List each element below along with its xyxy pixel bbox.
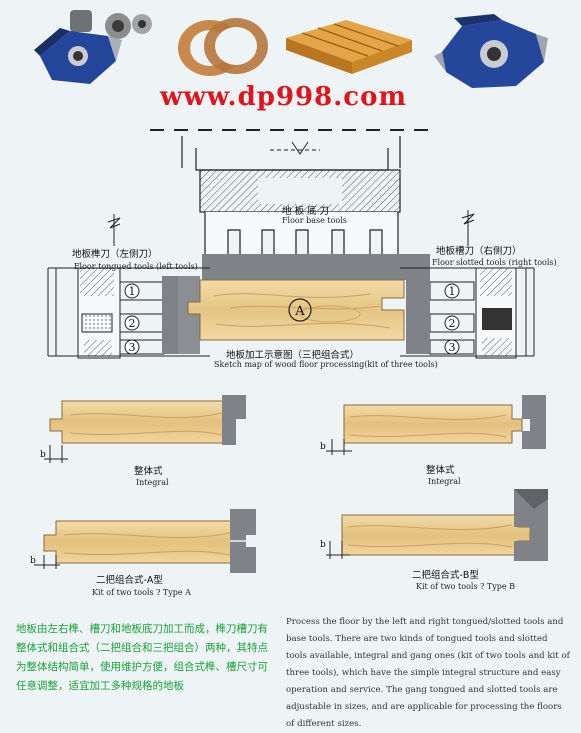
- left-number-1: 1: [129, 285, 136, 298]
- floorboard-photo: [286, 20, 412, 74]
- right-number-1: 1: [449, 285, 456, 298]
- dim-b-3: b: [30, 556, 36, 566]
- website-url[interactable]: www.dp998.com: [160, 82, 407, 112]
- variant-drawings: b b b b: [30, 395, 548, 573]
- tongued-tools-en: Floor tongued tools (left tools): [74, 262, 198, 271]
- processing-sketch: 1 2 3 1 2 3 A: [47, 129, 535, 359]
- integral-right-drawing: b: [320, 395, 546, 455]
- cutter-set-photo: [34, 10, 152, 84]
- variant-1-cn: 整体式: [134, 466, 163, 477]
- sketch-title-cn: 地板加工示意图（三把组合式）: [226, 350, 360, 361]
- base-tools-cn: 地 板 底 刀: [282, 206, 330, 217]
- left-number-markers: 1 2 3: [124, 283, 140, 355]
- variant-1-en: Integral: [136, 478, 169, 487]
- description-en: Process the floor by the left and right …: [286, 617, 570, 729]
- variant-3-en: Kit of two tools ? Type A: [92, 588, 191, 597]
- variant-4-en: Kit of two tools ? Type B: [416, 582, 516, 591]
- right-number-markers: 1 2 3: [444, 283, 460, 355]
- variant-2-en: Integral: [428, 477, 461, 486]
- right-number-2: 2: [449, 317, 456, 330]
- tongued-tools-cn: 地板榫刀（左侧刀）: [72, 249, 158, 260]
- dim-b-2: b: [320, 442, 326, 452]
- description-cn: 地板由左右榫、槽刀和地板底刀加工而成，榫刀槽刀有整体式和组合式（二把组合和三把组…: [16, 623, 268, 692]
- kit-a-drawing: b: [30, 509, 256, 573]
- dim-b-1: b: [40, 450, 46, 460]
- right-number-3: 3: [449, 341, 456, 354]
- left-number-3: 3: [129, 341, 136, 354]
- variant-3-cn: 二把组合式-A型: [96, 575, 163, 586]
- variant-2-cn: 整体式: [426, 465, 455, 476]
- dim-b-4: b: [320, 540, 326, 550]
- left-number-2: 2: [129, 317, 136, 330]
- saw-blade-photo: [178, 18, 268, 76]
- workpiece-mark: A: [294, 304, 305, 319]
- catalog-page: www.dp998.com: [16, 10, 570, 729]
- sketch-title-en: Sketch map of wood floor processing(kit …: [214, 360, 438, 369]
- slotted-tools-cn: 地板槽刀（右侧刀）: [436, 246, 522, 257]
- variant-4-cn: 二把组合式-B型: [412, 570, 479, 581]
- kit-b-drawing: b: [320, 489, 548, 561]
- integral-left-drawing: b: [40, 395, 246, 463]
- slotted-tools-en: Floor slotted tools (right tools): [432, 258, 557, 267]
- cutter-head-photo: [434, 14, 548, 88]
- base-tools-en: Floor base tools: [282, 216, 347, 225]
